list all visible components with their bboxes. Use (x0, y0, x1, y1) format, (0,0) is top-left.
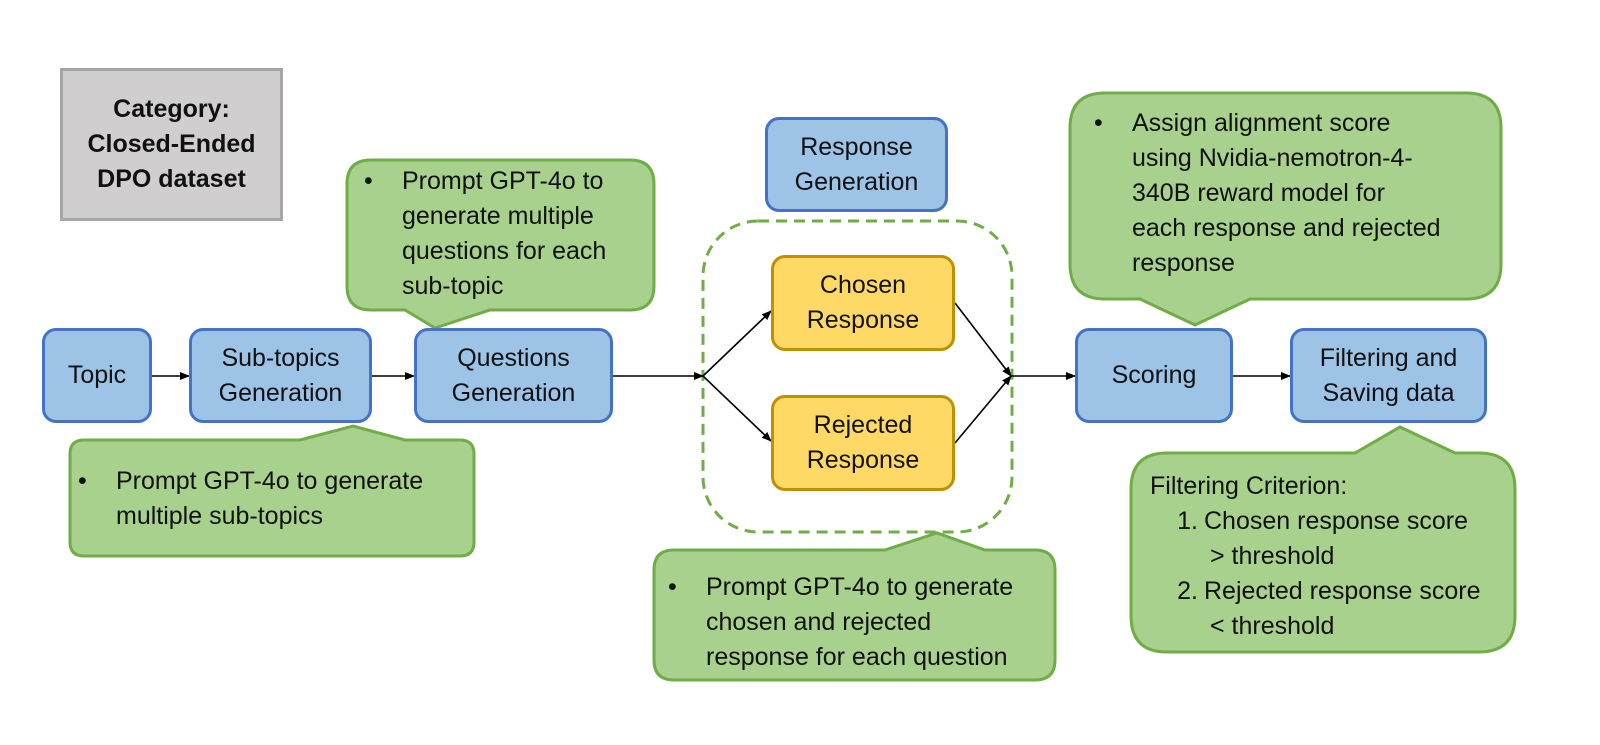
node-scoring: Scoring (1075, 328, 1233, 423)
callout-responses-bullet: • (668, 573, 677, 601)
callout-subtopics-bullet: • (78, 467, 87, 495)
node-rejected-line1: Rejected (813, 411, 913, 439)
callout-responses-text: • Prompt GPT-4o to generate chosen and r… (668, 570, 1048, 675)
callout-filtering-shape (1129, 425, 1517, 654)
node-filtering-line2: Saving data (1322, 378, 1455, 407)
filtering-criterion-num: 1. (1177, 507, 1198, 535)
category-line1: Closed-Ended (87, 130, 256, 158)
filtering-criterion-num: 2. (1177, 577, 1198, 605)
node-filtering-line1: Filtering and (1319, 343, 1458, 372)
callout-filtering-text: Filtering Criterion: 1. Chosen response … (1150, 469, 1510, 644)
node-chosen-line2: Response (806, 306, 920, 334)
callout-subtopics-line: Prompt GPT-4o to generate (116, 467, 424, 495)
filtering-criterion-item: 2. Rejected response score < threshold (1168, 574, 1510, 644)
callout-questions-line: Prompt GPT-4o to (402, 167, 604, 195)
callout-subtopics-text: • Prompt GPT-4o to generate multiple sub… (78, 464, 468, 534)
callout-scoring-shape (1068, 91, 1503, 327)
node-response-gen-line2: Generation (794, 167, 919, 196)
node-chosen-response: Chosen Response (771, 255, 955, 351)
line-rejected-to-merge (954, 375, 1012, 444)
callout-scoring-line: each response and rejected (1132, 214, 1441, 242)
callout-scoring-line: 340B reward model for (1132, 179, 1385, 207)
node-chosen-line1: Chosen (819, 271, 907, 299)
node-topic: Topic (42, 328, 152, 423)
category-box: Category: Closed-Ended DPO dataset (60, 68, 283, 221)
callout-scoring-line: Assign alignment score (1132, 109, 1391, 137)
node-response-gen-line1: Response (800, 132, 913, 161)
node-topic-label: Topic (67, 361, 127, 389)
line-chosen-to-merge (954, 302, 1012, 377)
callout-questions-line: generate multiple (402, 202, 594, 230)
node-filtering-saving: Filtering and Saving data (1290, 328, 1487, 423)
callout-subtopics-shape (68, 424, 476, 558)
filtering-criterion-line: Chosen response score (1204, 507, 1469, 535)
category-line2: DPO dataset (97, 165, 246, 193)
node-response-generation: Response Generation (765, 117, 948, 212)
node-questions-generation: Questions Generation (414, 328, 613, 423)
node-subtopics-line2: Generation (218, 378, 343, 407)
callout-questions-line: sub-topic (402, 272, 504, 300)
node-questions-line1: Questions (457, 343, 570, 372)
filtering-criterion-item: 1. Chosen response score > threshold (1168, 504, 1510, 574)
node-questions-line2: Generation (451, 378, 576, 407)
filtering-criterion-line: > threshold (1210, 542, 1335, 570)
callout-responses-line: chosen and rejected (706, 608, 932, 636)
callout-responses-shape (652, 531, 1057, 682)
node-subtopics-line1: Sub-topics (221, 343, 340, 372)
node-subtopics-generation: Sub-topics Generation (189, 328, 372, 423)
callout-questions-shape (345, 158, 656, 330)
node-scoring-label: Scoring (1111, 361, 1197, 389)
arrow-to-rejected (702, 375, 772, 442)
filtering-criterion-title: Filtering Criterion: (1150, 472, 1348, 500)
callout-scoring-line: using Nvidia-nemotron-4- (1132, 144, 1413, 172)
callout-questions-line: questions for each (402, 237, 607, 265)
arrow-to-chosen (702, 310, 772, 377)
filtering-criterion-line: Rejected response score (1204, 577, 1481, 605)
callout-responses-line: response for each question (706, 643, 1008, 671)
category-label: Category: (113, 95, 230, 123)
callout-questions-text: • Prompt GPT-4o to generate multiple que… (364, 164, 649, 304)
callout-scoring-text: • Assign alignment score using Nvidia-ne… (1094, 106, 1494, 281)
node-rejected-response: Rejected Response (771, 395, 955, 491)
callout-responses-line: Prompt GPT-4o to generate (706, 573, 1014, 601)
node-rejected-line2: Response (806, 446, 920, 474)
filtering-criterion-line: < threshold (1210, 612, 1335, 640)
callout-scoring-line: response (1132, 249, 1235, 277)
callout-questions-bullet: • (364, 167, 373, 195)
callout-scoring-bullet: • (1094, 109, 1103, 137)
callout-subtopics-line: multiple sub-topics (116, 502, 324, 530)
